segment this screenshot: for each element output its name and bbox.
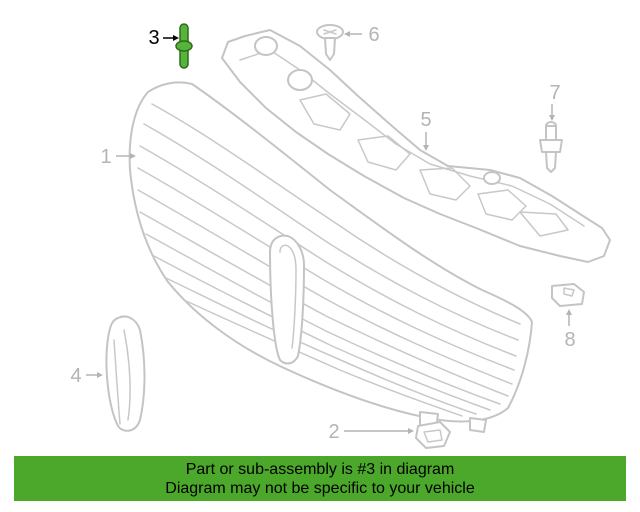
callout-5: 5 (420, 109, 432, 151)
callout-2: 2 (328, 421, 414, 443)
banner-line-part-number: Part or sub-assembly is #3 in diagram (185, 460, 455, 478)
callout-6-label: 6 (368, 24, 379, 46)
callout-1-label: 1 (100, 146, 111, 168)
callout-8: 8 (564, 309, 576, 351)
part-7-stud (539, 121, 563, 173)
banner-line-disclaimer: Diagram may not be specific to your vehi… (165, 479, 475, 497)
callout-3: 3 (148, 27, 179, 49)
callout-4-label: 4 (70, 365, 81, 387)
part-4-side-trim (105, 315, 146, 432)
callout-6: 6 (344, 24, 380, 46)
callout-7: 7 (549, 82, 561, 121)
parts-diagram: 1 2 3 4 5 6 7 8 (70, 23, 611, 449)
callout-1: 1 (100, 146, 136, 168)
part-5-support-bracket (221, 29, 611, 263)
part-3-pin-highlighted (175, 23, 193, 69)
callout-4: 4 (70, 365, 103, 387)
callout-2-label: 2 (328, 421, 339, 443)
callout-8-label: 8 (564, 329, 575, 351)
part-6-screw (316, 24, 344, 61)
callout-5-label: 5 (420, 109, 431, 131)
part-1-grille (128, 81, 533, 433)
callout-7-label: 7 (549, 82, 560, 104)
part-2-clip (415, 421, 451, 449)
part-8-clip-nut (551, 283, 585, 307)
callout-3-label: 3 (148, 27, 159, 49)
info-banner: Part or sub-assembly is #3 in diagram Di… (14, 456, 626, 501)
